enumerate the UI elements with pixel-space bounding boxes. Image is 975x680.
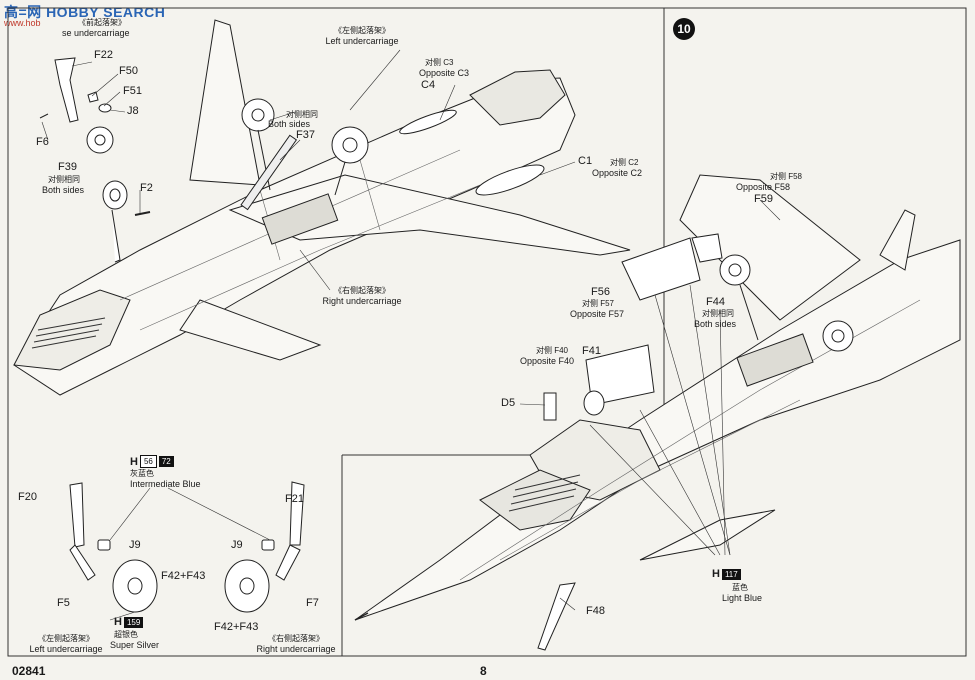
- part-j9-left-label: J9: [129, 539, 141, 551]
- left-undercarriage-bottom-label-cn: 《左侧起落架》: [38, 634, 94, 643]
- part-f40-opposite-cn: 对侧 F40: [536, 346, 569, 355]
- step-number-badge: 10: [673, 18, 695, 40]
- part-f42-f43-left-label: F42+F43: [161, 570, 206, 582]
- right-undercarriage-top-label-cn: 《右侧起落架》: [334, 286, 390, 295]
- part-f21-label: F21: [285, 493, 304, 505]
- part-j9-right-label: J9: [231, 539, 243, 551]
- part-f57-opposite-cn: 对侧 F57: [582, 299, 615, 308]
- paint-intermediate-blue-cn: 灰蓝色: [130, 469, 154, 478]
- part-f7-label: F7: [306, 597, 319, 609]
- paint-super-silver-cn: 超银色: [114, 630, 138, 639]
- part-c3-opposite-en: Opposite C3: [419, 68, 470, 78]
- bottom-left-gear: [69, 481, 305, 613]
- part-f59-label: F59: [754, 193, 773, 205]
- part-f44-both-sides-cn: 对侧相同: [702, 309, 734, 318]
- paint-letter: H: [114, 616, 122, 628]
- paint-letter: H: [130, 455, 138, 468]
- part-f5-label: F5: [57, 597, 70, 609]
- part-f42-f43-right-label: F42+F43: [214, 621, 259, 633]
- part-f51-label: F51: [123, 85, 142, 97]
- left-undercarriage-top-label-cn: 《左侧起落架》: [334, 26, 390, 35]
- part-f6-label: F6: [36, 136, 49, 148]
- part-f44-both-sides-en: Both sides: [694, 319, 737, 329]
- part-f39-both-sides-en: Both sides: [42, 185, 85, 195]
- part-f39-label: F39: [58, 161, 77, 173]
- part-f56-label: F56: [591, 286, 610, 298]
- nose-gear-exploded: [39, 57, 151, 263]
- left-undercarriage-bottom-label-en: Left undercarriage: [29, 644, 103, 654]
- watermark-url: www.hob: [4, 18, 41, 28]
- paint-light-blue-en: Light Blue: [722, 593, 763, 603]
- part-c2-opposite-en: Opposite C2: [592, 168, 643, 178]
- right-undercarriage-bottom-label-cn: 《右侧起落架》: [268, 634, 324, 643]
- paint-code-159: 159: [123, 616, 144, 628]
- page-number: 8: [480, 664, 487, 678]
- part-f58-opposite-cn: 对侧 F58: [770, 172, 803, 181]
- part-f39-both-sides-cn: 对侧相同: [48, 175, 80, 184]
- paint-code-56: 56: [139, 455, 157, 468]
- left-aircraft: [13, 19, 631, 396]
- part-f44-label: F44: [706, 296, 725, 308]
- left-aircraft-gear: [240, 98, 545, 211]
- right-undercarriage-bottom-label-en: Right undercarriage: [256, 644, 336, 654]
- front-undercarriage-label-en: se undercarriage: [62, 28, 130, 38]
- part-f41-label: F41: [582, 345, 601, 357]
- right-aircraft: [354, 174, 961, 621]
- part-j8-label: J8: [127, 105, 139, 117]
- paint-intermediate-blue: H 56 72: [130, 455, 174, 468]
- part-f58-opposite-en: Opposite F58: [736, 182, 791, 192]
- part-f37-both-sides-cn: 对侧相同: [286, 110, 318, 119]
- part-f2-label: F2: [140, 182, 153, 194]
- paint-super-silver: H 159: [114, 616, 144, 628]
- part-f37-label: F37: [296, 129, 315, 141]
- part-f40-opposite-en: Opposite F40: [520, 356, 575, 366]
- part-f22-label: F22: [94, 49, 113, 61]
- right-aircraft-parts: [354, 233, 854, 651]
- paint-code-72: 72: [158, 456, 174, 467]
- left-undercarriage-top-label-en: Left undercarriage: [325, 36, 399, 46]
- part-d5-label: D5: [501, 397, 516, 409]
- part-c3-opposite-cn: 对侧 C3: [425, 58, 454, 67]
- paint-light-blue-cn: 蓝色: [732, 583, 748, 592]
- kit-number: 02841: [12, 664, 46, 678]
- front-undercarriage-label-cn: 《前起落架》: [78, 18, 126, 27]
- part-f37-both-sides-en: Both sides: [268, 119, 311, 129]
- paint-letter: H: [712, 568, 720, 580]
- part-f57-opposite-en: Opposite F57: [570, 309, 625, 319]
- paint-intermediate-blue-en: Intermediate Blue: [130, 479, 201, 489]
- part-f48-label: F48: [586, 605, 605, 617]
- part-f50-label: F50: [119, 65, 138, 77]
- right-undercarriage-top-label-en: Right undercarriage: [322, 296, 402, 306]
- paint-light-blue: H 117: [712, 568, 741, 580]
- paint-code-117: 117: [721, 568, 741, 580]
- part-c4-label: C4: [421, 79, 436, 91]
- paint-super-silver-en: Super Silver: [110, 640, 160, 650]
- part-c2-opposite-cn: 对侧 C2: [610, 158, 639, 167]
- part-f20-label: F20: [18, 491, 37, 503]
- part-c1-label: C1: [578, 155, 593, 167]
